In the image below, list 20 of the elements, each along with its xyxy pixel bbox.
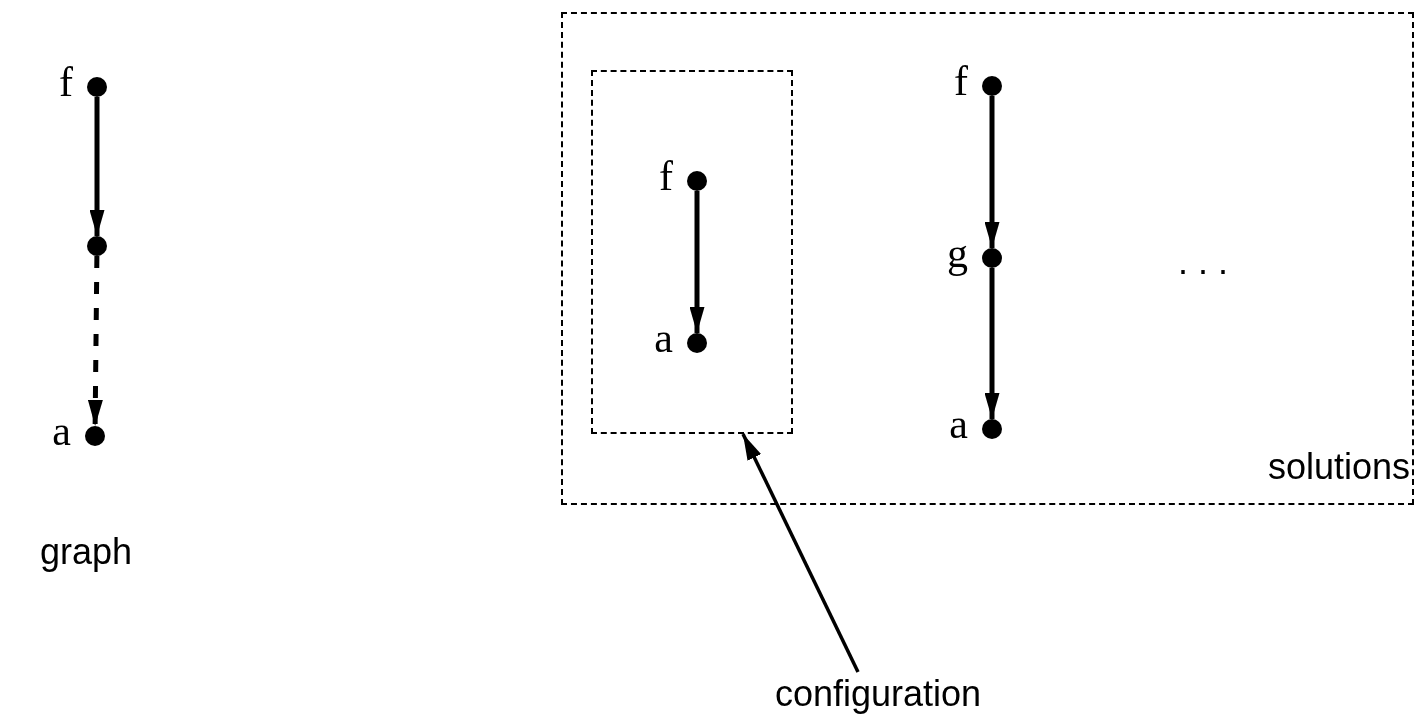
vertex-label: f — [59, 61, 73, 103]
dashed-frame — [561, 12, 1414, 505]
frame-label: solutions — [1267, 445, 1410, 489]
arrow — [87, 255, 103, 427]
leader-arrow — [741, 433, 860, 673]
vertex-label: g — [947, 232, 968, 274]
vertex-label: f — [954, 60, 968, 102]
vertex-label: a — [52, 410, 71, 452]
ellipsis-text: . . . — [1178, 240, 1228, 284]
caption-text: graph — [40, 530, 133, 574]
vertex-label: f — [659, 155, 673, 197]
arrow — [984, 96, 1000, 248]
annotation-text: configuration — [775, 672, 1025, 716]
graph-vertex — [87, 236, 107, 256]
dashed-frame — [591, 70, 793, 434]
arrow — [984, 268, 1000, 419]
vertex-label: a — [654, 317, 673, 359]
arrow — [689, 191, 705, 333]
arrow — [89, 97, 105, 236]
vertex-label: a — [949, 403, 968, 445]
